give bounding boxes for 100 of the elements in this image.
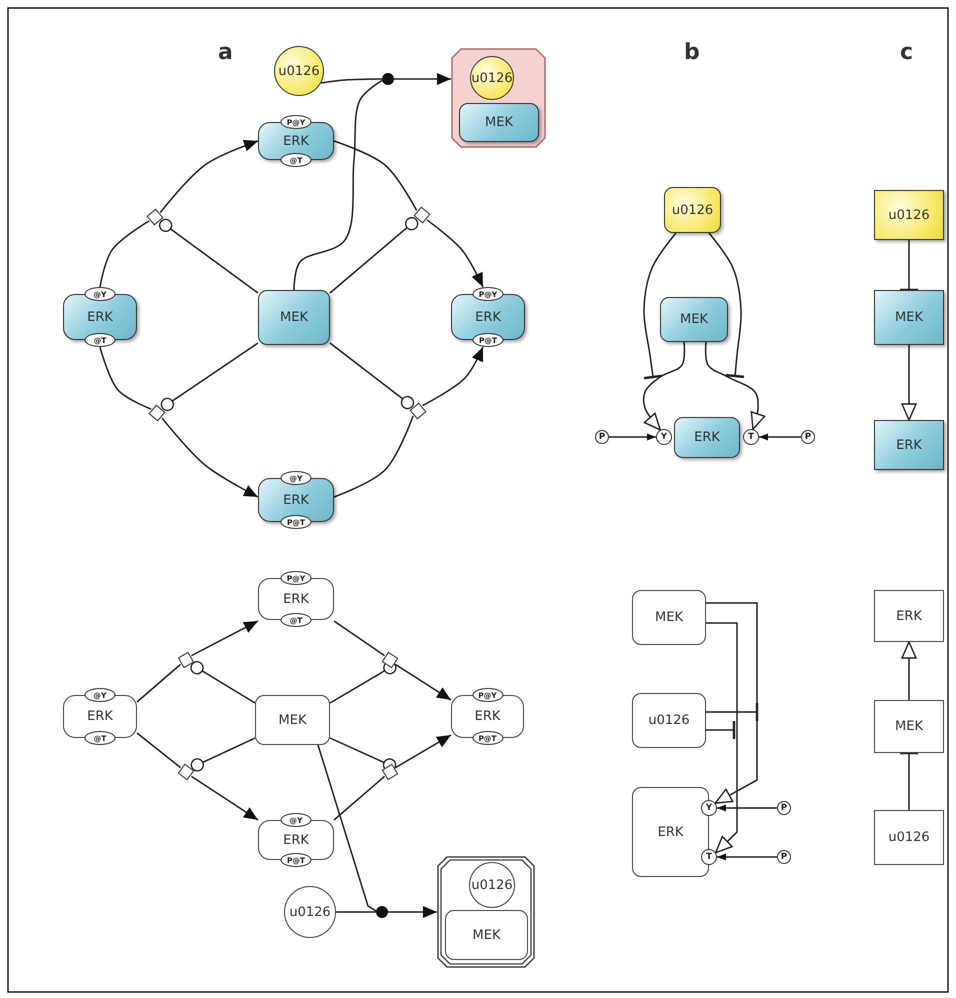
node-label: P	[780, 852, 788, 862]
node-label: u0126	[289, 904, 331, 920]
node-label: ERK	[896, 608, 922, 624]
protein-node	[451, 287, 525, 347]
molecule-node	[284, 886, 336, 938]
node-label: MEK	[280, 310, 308, 325]
node-label: T	[748, 432, 754, 442]
protein-node	[258, 571, 334, 627]
stimulation-arrow	[706, 602, 758, 804]
node-label: u0126	[888, 830, 930, 845]
connector-line	[320, 78, 382, 84]
node-label: MEK	[278, 712, 306, 728]
site-node	[701, 849, 717, 865]
protein-node	[445, 910, 528, 960]
catalysis-line	[190, 661, 256, 704]
node-label: u0126	[278, 64, 320, 78]
catalysis-line	[190, 737, 256, 772]
arrow	[717, 804, 777, 812]
protein-node	[874, 590, 944, 642]
node-label: ERK	[474, 709, 500, 724]
protein-node	[258, 471, 334, 529]
arrow	[395, 664, 452, 701]
panel-letter: b	[684, 40, 700, 65]
stimulation-arrow	[901, 641, 917, 700]
node-label: ERK	[283, 592, 309, 606]
site-node	[595, 430, 609, 444]
connector-line	[336, 911, 376, 913]
protein-node	[258, 290, 330, 345]
inhibition-line	[898, 752, 920, 810]
catalysis-line	[158, 218, 258, 294]
protein-node	[874, 420, 944, 470]
protein-node	[674, 417, 740, 458]
connector-line	[99, 220, 150, 288]
protein-node	[451, 688, 524, 745]
stimulation-arrow	[642, 342, 686, 431]
arrow	[395, 734, 452, 768]
protein-node	[258, 813, 334, 867]
catalysis-line	[160, 342, 258, 412]
complex-node	[451, 48, 546, 148]
connector-line	[334, 620, 385, 656]
connector-line	[334, 776, 386, 821]
site-node	[777, 801, 791, 815]
protein-node	[632, 590, 706, 645]
inhibition-line	[706, 702, 758, 722]
protein-node	[874, 290, 944, 345]
process-node	[146, 208, 164, 226]
node-label: MEK	[895, 310, 923, 325]
panel-letter: c	[900, 40, 914, 65]
node-label: MEK	[680, 312, 708, 327]
node-label: ERK	[658, 824, 684, 840]
arrow	[426, 219, 484, 288]
molecule-node	[874, 190, 944, 240]
protein-node	[63, 688, 137, 745]
node-label: u0126	[471, 70, 513, 86]
node-label: P	[804, 432, 812, 442]
connector-line	[99, 346, 152, 410]
stimulation-arrow	[704, 342, 766, 430]
connector-line	[293, 80, 383, 290]
protein-node	[660, 297, 728, 342]
molecule-node	[664, 187, 721, 233]
stimulation-arrow	[901, 345, 917, 421]
node-label: u0126	[888, 208, 930, 222]
arrow	[394, 73, 451, 85]
arrow	[759, 434, 801, 440]
arrow	[388, 906, 437, 918]
arrow	[717, 854, 777, 860]
inhibition-line	[708, 232, 746, 378]
molecule-node	[274, 46, 324, 96]
connector-line	[334, 416, 414, 498]
inhibition-line	[706, 720, 736, 740]
node-label: ERK	[87, 709, 113, 724]
arrow	[161, 417, 258, 498]
site-node	[743, 429, 759, 445]
node-label: ERK	[283, 492, 309, 508]
inhibition-line	[898, 240, 920, 292]
stimulation-arrow	[706, 622, 738, 854]
node-label: ERK	[694, 430, 720, 445]
node-label: u0126	[648, 713, 690, 728]
node-label: ERK	[87, 310, 113, 324]
node-label: MEK	[655, 610, 683, 625]
complex-node	[437, 856, 535, 968]
site-node	[656, 429, 672, 445]
protein-node	[255, 695, 330, 745]
panel-letter: a	[218, 40, 233, 65]
protein-node	[459, 103, 539, 142]
node-label: u0126	[471, 878, 513, 892]
site-node	[801, 430, 815, 444]
protein-node	[874, 700, 944, 753]
node-label: P	[780, 803, 788, 813]
node-label: Y	[660, 432, 668, 442]
connector-line	[136, 732, 181, 768]
catalysis-line	[330, 217, 418, 294]
node-label: P	[598, 432, 606, 442]
node-label: ERK	[896, 438, 922, 452]
node-label: u0126	[672, 202, 714, 218]
node-label: Y	[706, 803, 712, 813]
arrow	[191, 620, 258, 656]
site-node	[777, 850, 791, 864]
connector-line	[136, 664, 182, 703]
node-label: ERK	[475, 310, 501, 324]
